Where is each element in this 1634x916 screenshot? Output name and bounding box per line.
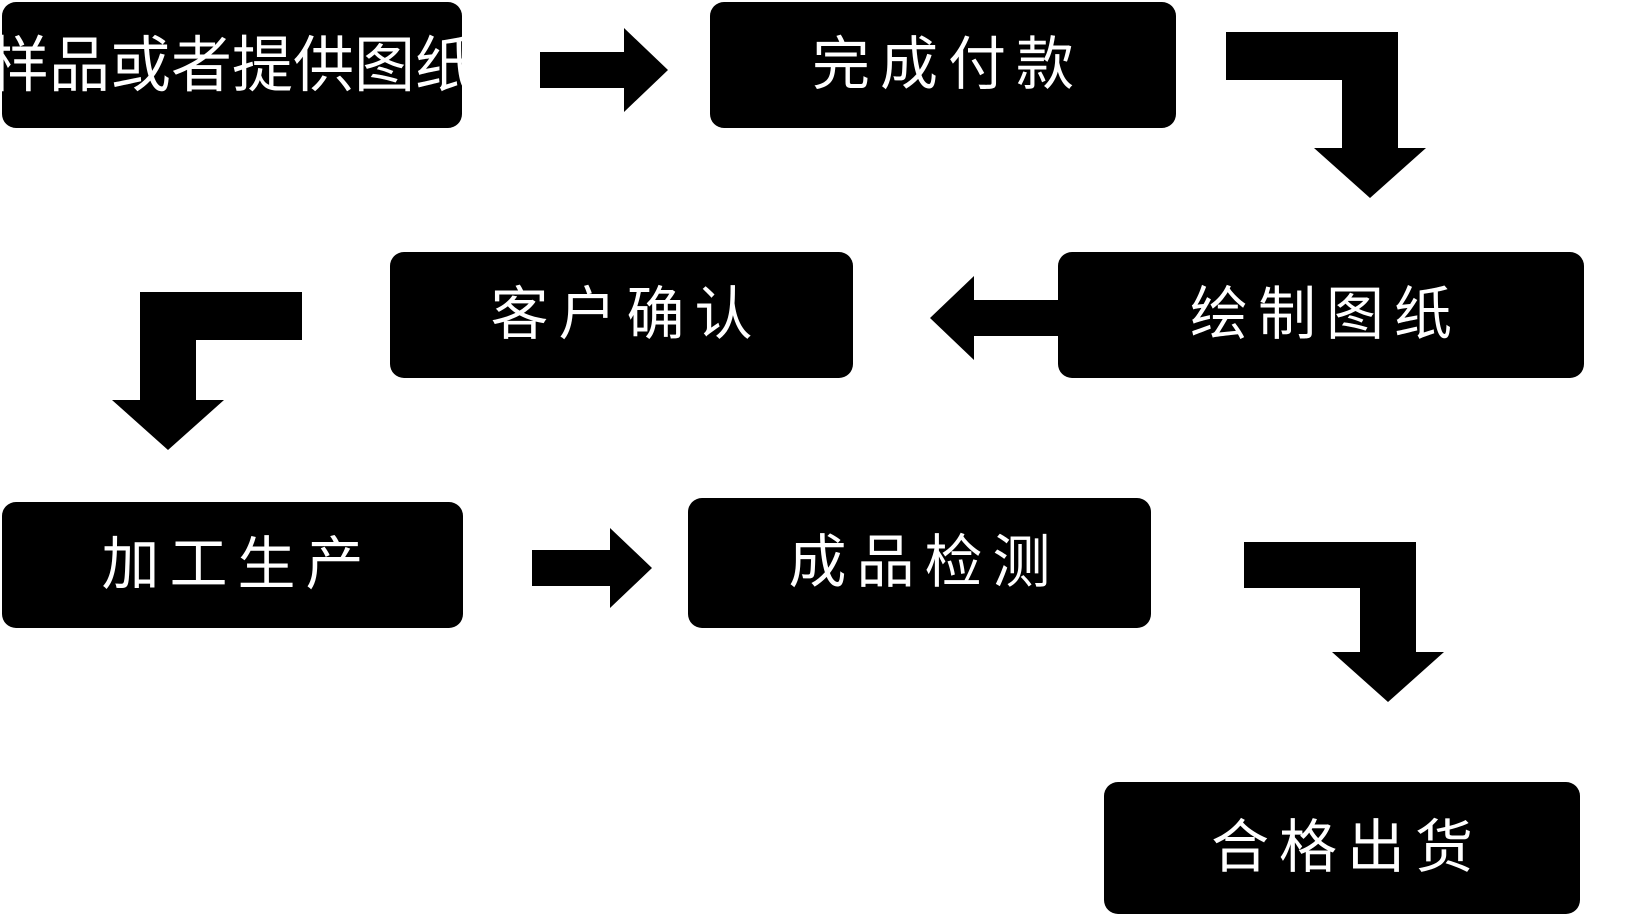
arrow-elbow-payment-to-drafting <box>1226 32 1426 198</box>
flow-node-finished-inspection[interactable]: 成品检测 <box>688 498 1151 628</box>
flow-node-label: 成品检测 <box>788 530 1061 595</box>
flow-node-draw-drawings[interactable]: 绘制图纸 <box>1058 252 1584 378</box>
flow-node-complete-payment[interactable]: 完成付款 <box>710 2 1176 128</box>
flow-node-label: 合格出货 <box>1210 815 1483 880</box>
flow-node-sample-drawing[interactable]: 样品或者提供图纸 <box>0 2 476 128</box>
arrow-elbow-inspection-to-shipment <box>1244 542 1444 702</box>
flow-node-label: 加工生产 <box>101 532 374 597</box>
flow-node-label: 绘制图纸 <box>1189 282 1462 347</box>
flow-node-label: 完成付款 <box>811 32 1084 97</box>
arrow-right-production-to-inspection <box>532 528 652 608</box>
flow-node-customer-confirm[interactable]: 客户确认 <box>390 252 853 378</box>
arrow-elbow-confirm-to-production <box>112 292 302 450</box>
flow-node-label: 样品或者提供图纸 <box>0 30 477 99</box>
arrow-right-sample-to-payment <box>540 28 668 112</box>
flow-node-processing-production[interactable]: 加工生产 <box>2 502 463 628</box>
arrow-left-drafting-to-confirm <box>930 276 1058 360</box>
flow-node-label: 客户确认 <box>490 282 763 347</box>
flow-node-qualified-shipment[interactable]: 合格出货 <box>1104 782 1580 914</box>
